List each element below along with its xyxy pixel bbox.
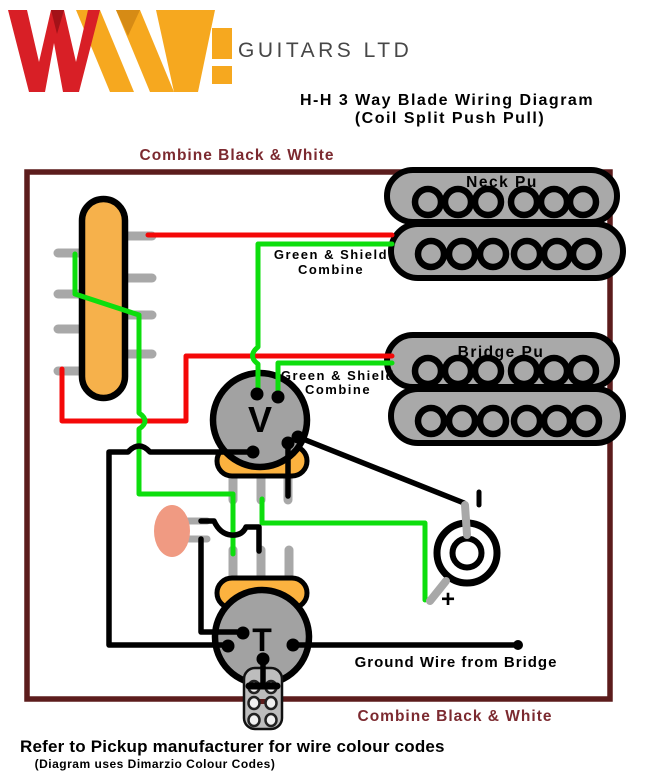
green-wire-switch-to-tone bbox=[72, 251, 236, 557]
tone-pot-label: T bbox=[252, 622, 272, 658]
blade-switch bbox=[53, 195, 157, 402]
solder-joints bbox=[221, 387, 523, 666]
green-wire-neck-to-volume bbox=[250, 241, 395, 393]
green-shield-label-1-line1: Green & Shield bbox=[274, 247, 388, 262]
volume-pot-label: V bbox=[248, 399, 272, 440]
jack-lugs: + bbox=[426, 489, 482, 613]
bridge-pickup-poles bbox=[411, 354, 603, 438]
bridge-pickup-label: Bridge Pu bbox=[458, 344, 545, 361]
footer-line2: (Diagram uses Dimarzio Colour Codes) bbox=[35, 757, 276, 771]
ground-wire-label: Ground Wire from Bridge bbox=[355, 654, 558, 671]
page-title-line1: H-H 3 Way Blade Wiring Diagram bbox=[300, 92, 594, 109]
green-shield-label-2-line2: Combine bbox=[305, 382, 371, 397]
combine-top-label: Combine Black & White bbox=[140, 147, 335, 164]
neck-pickup-label: Neck Pu bbox=[466, 174, 538, 191]
neck-pickup-poles bbox=[411, 185, 603, 271]
tone-pot: T bbox=[211, 545, 313, 688]
brand-logo-icon bbox=[8, 10, 232, 92]
green-shield-label-1-line2: Combine bbox=[298, 262, 364, 277]
green-wire-bridge-to-volume bbox=[275, 360, 395, 395]
black-wire-volume-to-jack-tip bbox=[295, 434, 467, 506]
brand-name: GUITARS LTD bbox=[238, 39, 412, 62]
green-shield-label-2-line1: Green & Shield bbox=[281, 368, 395, 383]
footer-line1: Refer to Pickup manufacturer for wire co… bbox=[20, 737, 445, 756]
black-wire-cap-to-tone-middle bbox=[198, 518, 262, 554]
jack-plus-label: + bbox=[441, 586, 455, 613]
neck-pickup: Neck Pu bbox=[384, 167, 626, 281]
bridge-pickup: Bridge Pu bbox=[384, 332, 626, 446]
green-wire-volume-to-jack bbox=[259, 496, 428, 603]
black-wire-volume-to-tone-left bbox=[106, 443, 256, 648]
black-wire-cap-to-tone-dot bbox=[198, 536, 240, 635]
page-title-line2: (Coil Split Push Pull) bbox=[355, 110, 545, 127]
combine-bottom-label: Combine Black & White bbox=[358, 708, 553, 725]
